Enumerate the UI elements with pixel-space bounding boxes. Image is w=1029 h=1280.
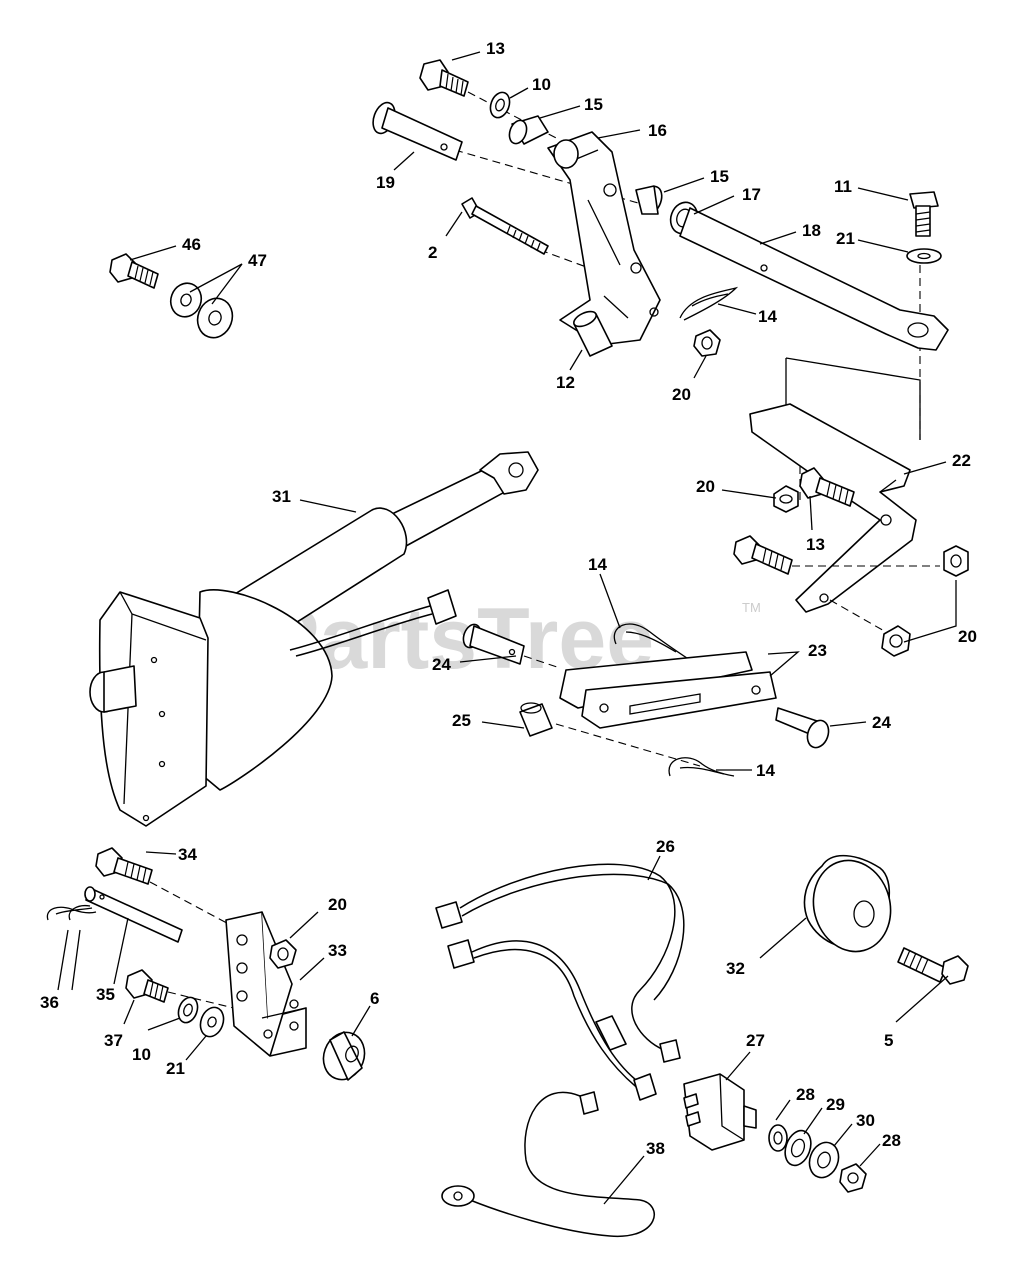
callout-20: 20 xyxy=(672,385,691,404)
bolt-11 xyxy=(909,191,939,237)
callout-21: 21 xyxy=(166,1059,185,1078)
link-plates-23 xyxy=(559,651,777,729)
callout-14: 14 xyxy=(758,307,777,326)
nut-20-lower-left xyxy=(269,939,297,969)
callout-47: 47 xyxy=(248,251,267,270)
lock-washer-10-top xyxy=(489,91,511,119)
callout-18: 18 xyxy=(802,221,821,240)
callout-25: 25 xyxy=(452,711,471,730)
callout-15: 15 xyxy=(584,95,603,114)
callout-35: 35 xyxy=(96,985,115,1004)
cotter-pins-36 xyxy=(46,904,97,921)
bolt-2-long xyxy=(461,197,549,255)
callout-38: 38 xyxy=(646,1139,665,1158)
callout-37: 37 xyxy=(104,1031,123,1050)
bolt-13-bracket-lower xyxy=(733,535,793,575)
bolt-34 xyxy=(95,847,153,885)
callout-26: 26 xyxy=(656,837,675,856)
callout-17: 17 xyxy=(742,185,761,204)
linear-actuator-31 xyxy=(89,451,539,827)
pin-24-left xyxy=(462,623,525,665)
clevis-pin-19 xyxy=(372,101,463,161)
callout-29: 29 xyxy=(826,1095,845,1114)
callout-20: 20 xyxy=(958,627,977,646)
callout-14: 14 xyxy=(588,555,607,574)
washer-21-top xyxy=(906,248,942,264)
bracket-22 xyxy=(749,403,917,613)
callout-6: 6 xyxy=(370,989,379,1008)
callout-28: 28 xyxy=(796,1085,815,1104)
bolt-5 xyxy=(897,947,969,985)
callout-19: 19 xyxy=(376,173,395,192)
callout-27: 27 xyxy=(746,1031,765,1050)
nut-20-right-upper xyxy=(943,545,969,577)
bushing-15-top xyxy=(508,115,549,145)
washer-6 xyxy=(322,1031,366,1081)
hairpin-clip-14-top xyxy=(679,286,739,321)
bolt-13-bracket-top xyxy=(799,467,855,507)
spacer-12 xyxy=(573,310,613,357)
ground-wire-38 xyxy=(441,1091,655,1237)
nut-20-right-lower xyxy=(881,625,911,657)
bushing-15-right xyxy=(635,185,663,215)
bolt-46 xyxy=(109,253,159,289)
bolt-13-top xyxy=(419,59,469,97)
callout-2: 2 xyxy=(428,243,437,262)
callout-32: 32 xyxy=(726,959,745,978)
callout-13: 13 xyxy=(806,535,825,554)
callout-24: 24 xyxy=(872,713,891,732)
bolt-37 xyxy=(125,969,169,1003)
lever-arm-16 xyxy=(547,131,661,346)
nut-20-bracket xyxy=(773,485,799,513)
callout-15: 15 xyxy=(710,167,729,186)
watermark-tm: TM xyxy=(742,600,761,615)
rod-18 xyxy=(679,207,949,351)
leader-lines xyxy=(57,51,957,1205)
callout-20: 20 xyxy=(328,895,347,914)
callout-12: 12 xyxy=(556,373,575,392)
callout-10: 10 xyxy=(532,75,551,94)
callout-36: 36 xyxy=(40,993,59,1012)
callout-46: 46 xyxy=(182,235,201,254)
callout-14: 14 xyxy=(756,761,775,780)
callout-16: 16 xyxy=(648,121,667,140)
nut-28-right xyxy=(839,1163,867,1193)
nut-20-top xyxy=(693,329,721,357)
hairpin-clip-14-low xyxy=(668,757,735,777)
pin-35 xyxy=(84,886,183,943)
callout-5: 5 xyxy=(884,1031,893,1050)
lock-washer-10-lower xyxy=(177,996,199,1024)
bumper-32 xyxy=(803,854,892,953)
washers-47 xyxy=(169,282,234,339)
callout-24: 24 xyxy=(432,655,451,674)
spacer-25 xyxy=(519,702,553,737)
callout-20: 20 xyxy=(696,477,715,496)
lock-washer-29 xyxy=(784,1129,812,1167)
bracket-33 xyxy=(225,911,307,1057)
callout-23: 23 xyxy=(808,641,827,660)
callout-33: 33 xyxy=(328,941,347,960)
callout-22: 22 xyxy=(952,451,971,470)
callout-30: 30 xyxy=(856,1111,875,1130)
wiring-harness-26 xyxy=(435,863,685,1101)
washer-30 xyxy=(808,1141,840,1179)
callout-34: 34 xyxy=(178,845,197,864)
nut-28-left xyxy=(768,1124,788,1152)
rocker-switch-27 xyxy=(683,1073,757,1151)
callout-13: 13 xyxy=(486,39,505,58)
callout-labels: 13 10 15 16 19 15 17 11 18 21 2 46 47 14… xyxy=(40,39,977,1158)
washer-21-lower xyxy=(199,1006,225,1038)
callout-28: 28 xyxy=(882,1131,901,1150)
callout-31: 31 xyxy=(272,487,291,506)
callout-21: 21 xyxy=(836,229,855,248)
callout-10: 10 xyxy=(132,1045,151,1064)
callout-11: 11 xyxy=(834,177,852,196)
pin-24-right xyxy=(775,707,830,749)
